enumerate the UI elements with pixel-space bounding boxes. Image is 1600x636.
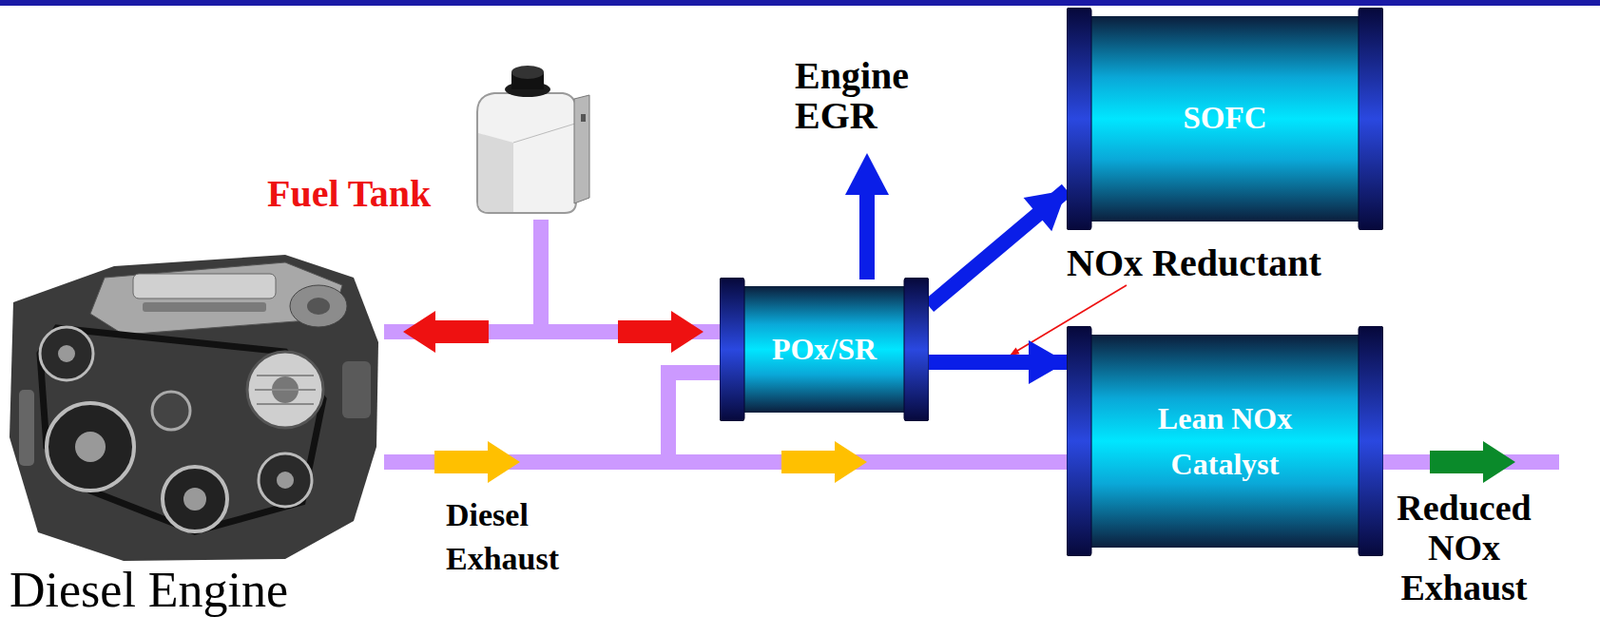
node-label: Fuel Tank <box>267 172 431 216</box>
connector-group <box>384 219 541 353</box>
egr-arrow <box>845 153 889 280</box>
arrow-head <box>617 310 704 353</box>
engine-illustration <box>9 254 379 561</box>
connector-group <box>384 372 720 483</box>
engine-node: Diesel Engine <box>3 250 385 621</box>
arrow-head <box>403 310 489 353</box>
cylinder-outline <box>1066 326 1384 557</box>
outlet-pipe <box>1378 441 1560 483</box>
cylinder-body <box>732 286 917 413</box>
cylinder-cap <box>1066 7 1092 231</box>
arrow-head <box>434 441 521 483</box>
cylinder-label: SOFC <box>1182 99 1267 138</box>
catalyst-cylinder: Lean NOx Catalyst <box>1066 326 1384 557</box>
cylinder-cap <box>1358 326 1384 557</box>
fuel-tank-node: Fuel Tank <box>265 62 594 220</box>
fuel-tank-illustration <box>477 65 590 213</box>
edge-label: Diesel Exhaust <box>445 493 589 581</box>
exhaust-branch <box>384 372 720 463</box>
cylinder-cap <box>719 277 745 422</box>
flow-label: Engine EGR <box>794 56 938 136</box>
top-rule <box>0 0 1600 6</box>
arrow-head <box>781 441 868 483</box>
cylinder-cap <box>1358 7 1384 231</box>
cylinder-label: POx/SR <box>771 330 877 367</box>
cylinder-body <box>1079 16 1371 222</box>
arrow-head <box>1028 340 1067 385</box>
cylinder-cap <box>1066 326 1092 557</box>
fuel-line <box>540 219 720 332</box>
connector-group <box>384 441 1067 483</box>
reformer-cylinder: POx/SR <box>719 277 929 422</box>
outlet-label: Reduced NOx Exhaust <box>1396 488 1531 608</box>
fuel-cell-cylinder: SOFC <box>1066 7 1384 231</box>
fuel-line <box>384 219 541 332</box>
callout-label: NOx Reductant <box>1066 241 1322 286</box>
cylinder-cap <box>904 277 929 422</box>
connector-group <box>928 173 1081 307</box>
cylinder-label: Lean NOx Catalyst <box>1144 395 1307 487</box>
node-label: Diesel Engine <box>9 561 289 619</box>
connector-group <box>540 219 720 353</box>
connector-group <box>928 340 1067 385</box>
cylinder-body <box>1079 334 1371 548</box>
